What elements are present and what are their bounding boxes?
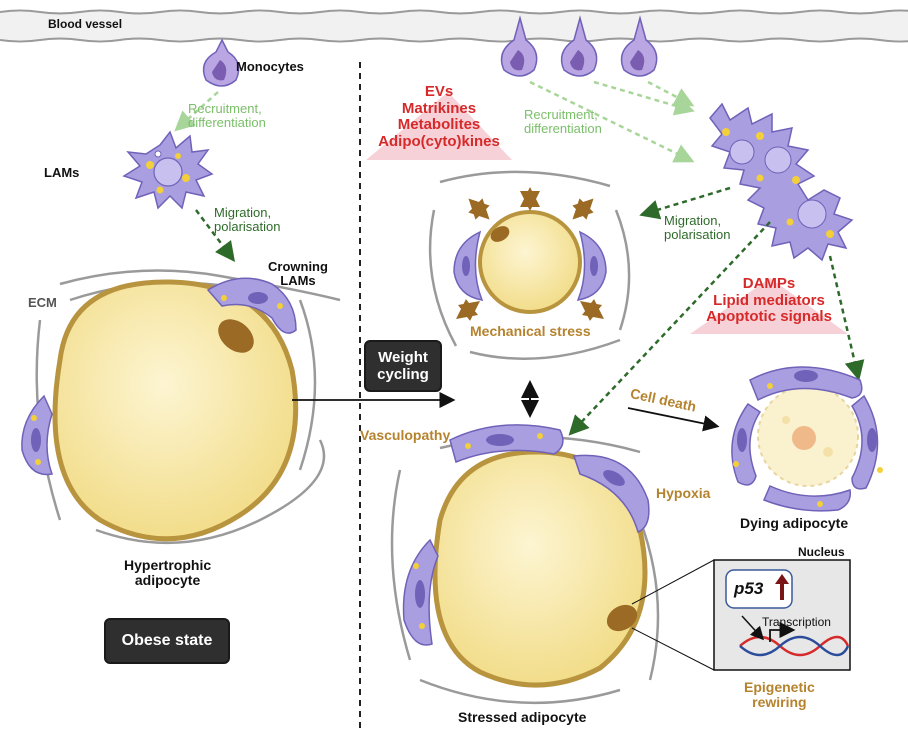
monocyte-left xyxy=(202,38,240,87)
transcription-label: Transcription xyxy=(762,615,831,629)
p53-label: p53 xyxy=(734,579,764,598)
monocyte-right-3 xyxy=(620,15,658,77)
crowning-lam-cell-1 xyxy=(206,277,297,334)
migration-label-left: Migration, polarisation xyxy=(214,205,281,235)
crowning-lam-cell-2 xyxy=(21,394,54,476)
nucleus-label: Nucleus xyxy=(798,545,845,559)
middle-lam-left xyxy=(453,230,484,301)
middle-lam-right xyxy=(576,230,607,301)
mechanical-stress-label: Mechanical stress xyxy=(470,323,591,339)
stressed-lam-left xyxy=(402,538,439,646)
arrow-migration-left xyxy=(195,209,235,262)
hypoxia-label: Hypoxia xyxy=(656,485,711,501)
stressed-adipocyte xyxy=(432,449,648,688)
blood-vessel xyxy=(0,9,908,43)
dying-lams xyxy=(731,366,883,512)
monocytes-label: Monocytes xyxy=(236,59,304,74)
mechanical-adipocyte xyxy=(478,210,582,314)
stressed-adipocyte-label: Stressed adipocyte xyxy=(458,709,587,725)
arrow-migration-right xyxy=(639,186,731,220)
dying-adipocyte xyxy=(757,385,859,487)
weight-cycling-box: Weight cycling xyxy=(364,340,442,392)
mechanical-stress-arrows xyxy=(456,187,604,321)
up-arrow-icon xyxy=(775,574,789,600)
nucleus-inset xyxy=(631,559,851,671)
arrow-migration-stressed xyxy=(568,221,771,436)
dna-strand-blue xyxy=(739,635,850,657)
epigenetic-rewiring-label: Epigenetic rewiring xyxy=(744,679,815,711)
recruitment-label-right: Recruitment, differentiation xyxy=(524,107,602,137)
vasculopathy-label: Vasculopathy xyxy=(360,427,451,443)
transcription-arrow xyxy=(769,621,796,642)
arrow-migration-dying xyxy=(828,255,865,381)
arrow-recruitment-right-1 xyxy=(529,80,695,163)
ecm-label: ECM xyxy=(28,295,57,310)
signals-label: EVs Matrikines Metabolites Adipo(cyto)ki… xyxy=(378,83,500,150)
damps-triangle xyxy=(690,278,848,334)
arrow-recruitment-right-3 xyxy=(647,80,695,107)
lam-macrophage-left xyxy=(122,130,214,210)
stressed-lam-right xyxy=(572,454,650,534)
lams-label: LAMs xyxy=(44,165,80,180)
damps-label: DAMPs Lipid mediators Apoptotic signals xyxy=(706,275,832,325)
monocyte-right-1 xyxy=(500,15,538,77)
recruitment-label-left: Recruitment, differentiation xyxy=(188,101,266,131)
dying-adipocyte-label: Dying adipocyte xyxy=(740,515,849,531)
signals-triangle xyxy=(366,92,512,160)
hypertrophic-adipocyte xyxy=(52,279,299,542)
blood-vessel-label: Blood vessel xyxy=(48,17,123,31)
hypertrophic-adipocyte-label: Hypertrophic adipocyte xyxy=(124,557,212,589)
obese-state-box: Obese state xyxy=(104,618,230,664)
ecm-fibres-middle xyxy=(428,170,631,360)
monocyte-right-2 xyxy=(560,15,598,77)
crowning-lams-label: Crowning LAMs xyxy=(268,259,328,289)
p53-badge xyxy=(725,569,793,609)
migration-label-right: Migration, polarisation xyxy=(664,213,731,243)
arrow-cell-death xyxy=(627,407,720,432)
lam-macrophage-cluster-right xyxy=(709,102,854,262)
stressed-lam-top xyxy=(449,424,564,464)
